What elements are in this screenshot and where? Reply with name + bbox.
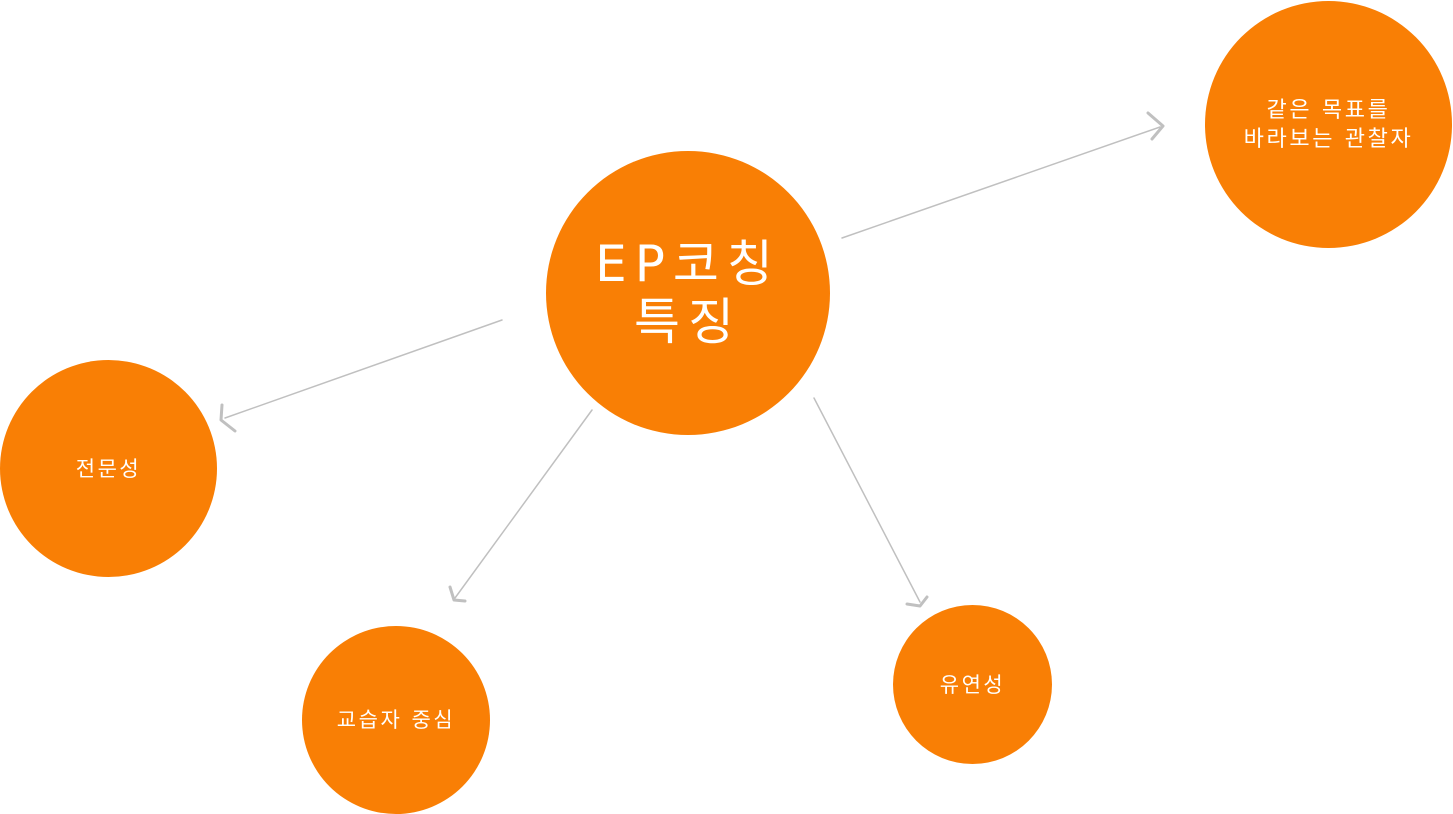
center-node-label: EP코칭 특징 bbox=[595, 235, 781, 351]
goal-observer-label: 같은 목표를 바라보는 관찰자 bbox=[1243, 97, 1414, 152]
arrow-to-flexibility bbox=[813, 397, 929, 608]
flexibility-label: 유연성 bbox=[939, 672, 1006, 697]
flexibility-node: 유연성 bbox=[893, 605, 1052, 764]
arrow-to-expertise bbox=[219, 319, 503, 433]
arrow-to-goal-observer bbox=[841, 111, 1165, 239]
learner-centered-node: 교습자 중심 bbox=[302, 626, 490, 814]
arrow-to-learner-centered bbox=[448, 409, 593, 603]
learner-centered-label: 교습자 중심 bbox=[336, 708, 456, 732]
expertise-node: 전문성 bbox=[0, 360, 217, 577]
goal-observer-node: 같은 목표를 바라보는 관찰자 bbox=[1205, 1, 1452, 248]
expertise-label: 전문성 bbox=[75, 456, 142, 481]
center-node: EP코칭 특징 bbox=[546, 151, 830, 435]
